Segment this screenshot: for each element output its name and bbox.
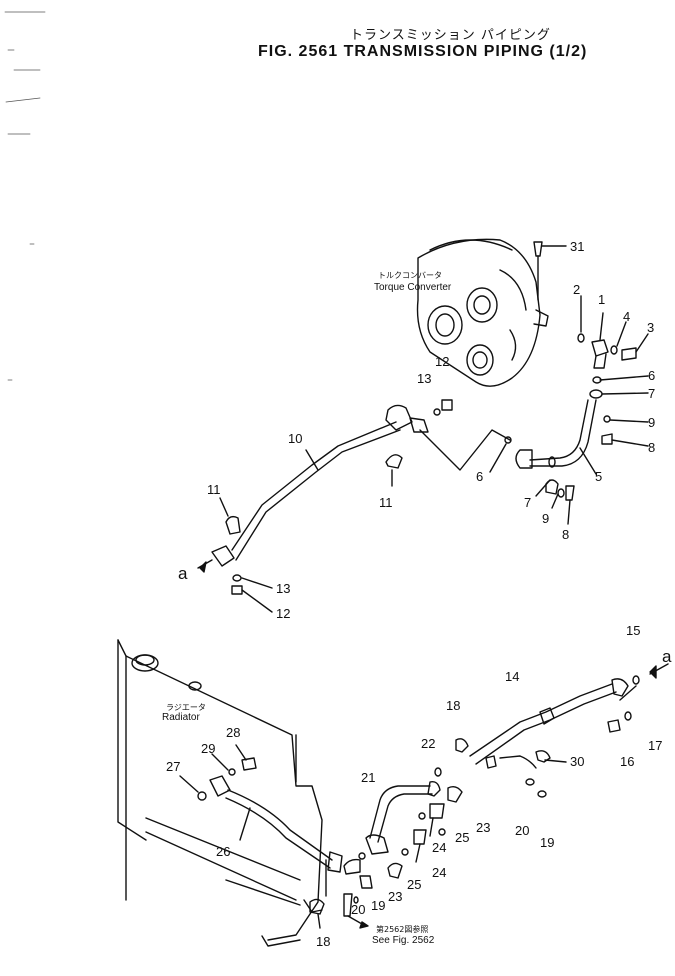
callout-29: 29	[201, 741, 216, 756]
callout-24-lower: 24	[432, 865, 447, 880]
radiator-label: Radiator	[162, 712, 200, 723]
callout-21: 21	[361, 770, 376, 785]
callout-11-left: 11	[207, 482, 221, 497]
callout-12-upper: 12	[435, 354, 450, 369]
callout-7-lower: 7	[524, 495, 532, 510]
pipe-5	[489, 399, 597, 475]
callout-31: 31	[570, 239, 585, 254]
pipe-14	[455, 663, 669, 798]
callout-13-upper: 13	[417, 371, 432, 386]
callout-12-lower: 12	[276, 606, 291, 621]
connector-a-right: a	[662, 647, 672, 666]
callout-9-lower: 9	[542, 511, 550, 526]
callout-18-lower: 18	[316, 934, 331, 949]
callout-20-left: 20	[351, 902, 366, 917]
callout-25-upper: 25	[455, 830, 470, 845]
callout-6-lower: 6	[476, 469, 484, 484]
pipe-26	[179, 744, 343, 873]
callout-30: 30	[570, 754, 585, 769]
title-japanese: トランスミッション パイピング	[350, 28, 551, 43]
clamp-lower-5	[535, 479, 575, 525]
callout-22: 22	[421, 736, 436, 751]
callout-15: 15	[626, 623, 641, 638]
radiator-label-jp: ラジエータ	[166, 703, 206, 712]
callout-3: 3	[647, 320, 655, 335]
see-fig-label-jp: 第2562図参照	[376, 925, 429, 934]
callout-17: 17	[648, 738, 663, 753]
callout-23-lower: 23	[388, 889, 403, 904]
callout-14: 14	[505, 669, 520, 684]
callout-16: 16	[620, 754, 635, 769]
callout-8-upper: 8	[648, 440, 656, 455]
callout-18-upper: 18	[446, 698, 461, 713]
connector-a-left: a	[178, 564, 188, 583]
callout-7-upper: 7	[648, 386, 656, 401]
callout-24-upper: 24	[432, 840, 447, 855]
leader-zigzag	[419, 429, 511, 471]
callout-19-right: 19	[540, 835, 555, 850]
torque-converter-label-jp: トルクコンバータ	[378, 271, 442, 280]
callout-26: 26	[216, 844, 231, 859]
callout-10: 10	[288, 431, 303, 446]
scan-specks	[4, 11, 46, 381]
callout-13-lower: 13	[276, 581, 291, 596]
callout-1: 1	[598, 292, 606, 307]
pipe-21	[309, 767, 463, 929]
torque-converter-label: Torque Converter	[374, 282, 452, 293]
callout-4: 4	[623, 309, 631, 324]
torque-converter-drawing	[416, 238, 567, 387]
callout-20-right: 20	[515, 823, 530, 838]
callout-23-upper: 23	[476, 820, 491, 835]
pipe-10	[197, 399, 453, 613]
callout-27: 27	[166, 759, 181, 774]
callout-9-upper: 9	[648, 415, 656, 430]
callout-5: 5	[595, 469, 603, 484]
callout-8-lower: 8	[562, 527, 570, 542]
callout-6-upper: 6	[648, 368, 656, 383]
callout-2: 2	[573, 282, 581, 297]
callout-25-lower: 25	[407, 877, 422, 892]
figure-title: FIG. 2561 TRANSMISSION PIPING (1/2)	[258, 43, 588, 60]
callout-11-right: 11	[379, 495, 393, 510]
callout-28: 28	[226, 725, 241, 740]
elbow-assembly-upper	[577, 295, 649, 447]
see-fig-label: See Fig. 2562	[372, 935, 435, 946]
radiator-drawing	[117, 639, 323, 947]
callout-19-left: 19	[371, 898, 386, 913]
